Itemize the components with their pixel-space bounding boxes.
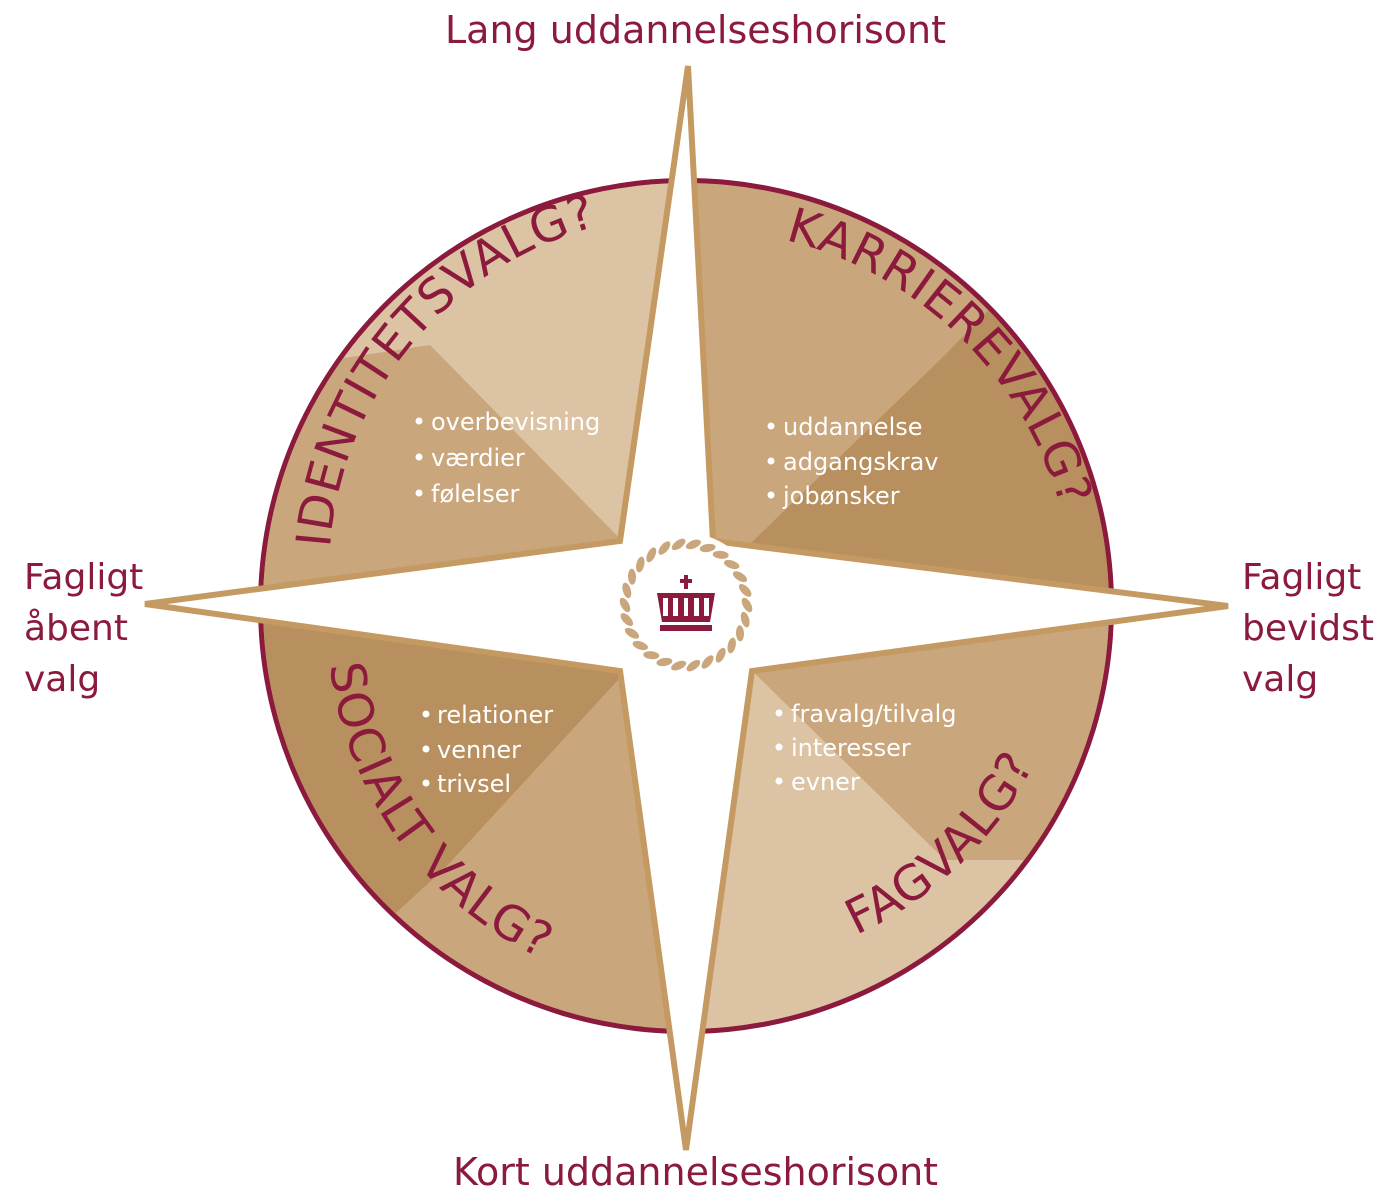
- identitet-bullets: overbevisning værdier følelser: [415, 408, 600, 508]
- wedge-identitet: [263, 345, 686, 606]
- laurel-leaf: [632, 640, 648, 651]
- laurel-leaf: [715, 647, 726, 663]
- laurel-leaf: [686, 659, 701, 672]
- left-axis-label: Fagligt åbent valg: [24, 552, 143, 705]
- bullet-item: overbevisning: [431, 408, 600, 436]
- laurel-leaf: [712, 550, 729, 559]
- laurel-leaf: [671, 660, 687, 671]
- laurel-leaf: [724, 559, 740, 570]
- laurel-leaf: [636, 556, 645, 573]
- laurel-leaf: [699, 543, 716, 553]
- bullet-item: venner: [437, 736, 521, 764]
- laurel-leaf: [732, 571, 748, 583]
- top-axis-label: Lang uddannelseshorisont: [445, 8, 946, 52]
- laurel-leaf: [701, 655, 714, 669]
- laurel-leaf: [656, 657, 673, 667]
- bullet-item: adgangskrav: [783, 448, 939, 476]
- bullet-item: trivsel: [437, 770, 511, 798]
- right-axis-label: Fagligt bevidst valg: [1242, 552, 1374, 705]
- left-label-line: Fagligt: [24, 557, 144, 598]
- right-label-line: bevidst: [1242, 608, 1375, 649]
- bullet-item: interesser: [791, 734, 911, 762]
- laurel-leaf: [740, 611, 750, 628]
- bullet-item: følelser: [431, 480, 520, 508]
- laurel-leaf: [624, 627, 640, 639]
- bullet-item: jobønsker: [782, 482, 900, 510]
- bullet-item: uddannelse: [783, 413, 923, 441]
- laurel-leaf: [658, 541, 671, 555]
- bullet-item: evner: [791, 768, 860, 796]
- karriere-bullets: uddannelse adgangskrav jobønsker: [767, 413, 939, 510]
- right-label-line: Fagligt: [1242, 557, 1362, 598]
- wedge-karriere: [686, 183, 1109, 606]
- crown-laurel-logo: [614, 533, 758, 677]
- left-label-line: åbent: [24, 608, 128, 649]
- laurel-leaf: [646, 547, 657, 563]
- wedge-fag: [686, 606, 1109, 860]
- bottom-axis-label: Kort uddannelseshorisont: [452, 1150, 939, 1194]
- laurel-leaf: [685, 539, 701, 550]
- laurel-leaf: [620, 613, 634, 627]
- laurel-leaf: [671, 538, 686, 551]
- laurel-leaf: [619, 597, 631, 613]
- laurel-leaf: [643, 651, 660, 660]
- bullet-item: værdier: [431, 444, 525, 472]
- social-bullets: relationer venner trivsel: [422, 701, 553, 798]
- right-label-line: valg: [1242, 659, 1319, 700]
- bullet-item: fravalg/tilvalg: [791, 700, 956, 728]
- laurel-leaf: [627, 568, 637, 585]
- fag-bullets: fravalg/tilvalg interesser evner: [775, 700, 956, 796]
- laurel-leaf: [738, 583, 752, 597]
- laurel-leaf: [727, 637, 736, 654]
- laurel-leaf: [622, 582, 632, 599]
- laurel-leaf: [741, 597, 753, 613]
- crown-icon: [657, 575, 715, 631]
- laurel-wreath-icon: [619, 538, 753, 672]
- bullet-item: relationer: [437, 701, 553, 729]
- laurel-leaf: [735, 625, 745, 642]
- left-label-line: valg: [24, 659, 101, 700]
